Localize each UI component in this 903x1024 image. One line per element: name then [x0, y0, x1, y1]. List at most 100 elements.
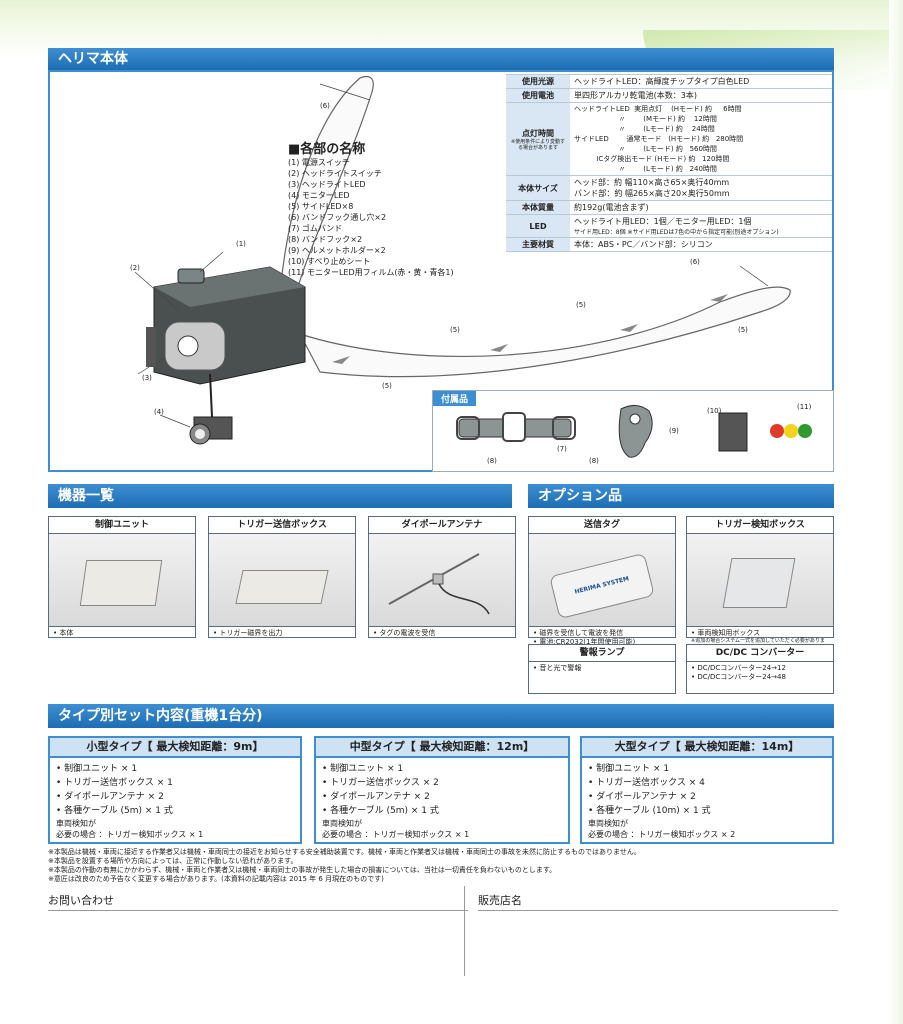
spec-value-size: ヘッド部：約 幅110×高さ65×奥行40mm バンド部：約 幅265×高さ20… — [570, 175, 832, 201]
callout-2: (2) — [130, 264, 140, 272]
antenna-illustration — [388, 553, 490, 615]
type-items: • 制御ユニット × 1 • トリガー送信ボックス × 1 • ダイポールアンテ… — [50, 758, 300, 844]
spec-led-2: サイド用LED：8個 ※サイド用LEDは7色の中から指定可能(別途オプション) — [574, 229, 779, 236]
lamp-row: サイドLED 通常モード (Hモード) 約 280時間 — [574, 135, 744, 143]
option-card-tag: 送信タグ HERIMA SYSTEM • 磁界を受信して電波を発信 • 電池:C… — [528, 516, 676, 646]
callout-7: (7) — [557, 445, 567, 453]
spec-header-weight: 本体質量 — [506, 200, 570, 215]
spec-header-light: 使用光源 — [506, 74, 570, 89]
device-desc: • タグの電波を受信 — [373, 629, 436, 637]
lamp-row: 〃 (Lモード) 約 240時間 — [574, 165, 717, 173]
callout-9: (9) — [669, 427, 679, 435]
type-item: • トリガー送信ボックス × 2 — [322, 778, 439, 788]
option-desc-line: • 車両検知用ボックス — [691, 629, 761, 637]
device-card-dipole-antenna: ダイポールアンテナ • タグの電波を受信 — [368, 516, 516, 638]
spec-value-led: ヘッドライト用LED：1個／モニター用LED：1個 サイド用LED：8個 ※サイ… — [570, 214, 832, 238]
type-item: • 各種ケーブル (10m) × 1 式 — [588, 806, 711, 816]
section-header-options: オプション品 — [528, 484, 834, 508]
type-items: • 制御ユニット × 1 • トリガー送信ボックス × 4 • ダイポールアンテ… — [582, 758, 832, 844]
device-card-control-unit: 制御ユニット • 本体 — [48, 516, 196, 638]
spec-lamp-note: ※使用条件により変動する場合があります — [510, 138, 566, 151]
type-item: • 制御ユニット × 1 — [588, 764, 670, 774]
callout-6-top: (6) — [320, 102, 330, 110]
type-title: 大型タイプ【 最大検知距離：14m】 — [582, 738, 832, 758]
part-item: (8) バンドフック×2 — [288, 235, 363, 244]
callout-5-b: (5) — [450, 326, 460, 334]
callout-8-a: (8) — [487, 457, 497, 465]
spec-header-lamp: 点灯時間 ※使用条件により変動する場合があります — [506, 102, 570, 176]
lamp-row: 〃 (Lモード) 約 560時間 — [574, 145, 717, 153]
option-desc-line: • DC/DCコンバーター24→12 — [691, 664, 786, 672]
callout-6-right: (6) — [690, 258, 700, 266]
spec-value-material: 本体：ABS・PC／バンド部：シリコン — [570, 237, 832, 252]
type-small: 小型タイプ【 最大検知距離：9m】 • 制御ユニット × 1 • トリガー送信ボ… — [48, 736, 302, 844]
spec-size-1: ヘッド部：約 幅110×高さ65×奥行40mm — [574, 178, 730, 187]
part-item: (2) ヘッドライトスイッチ — [288, 169, 382, 178]
spec-value-battery: 単四形アルカリ乾電池(本数：3本) — [570, 88, 832, 103]
page-edge — [889, 0, 903, 1024]
callout-11: (11) — [797, 403, 812, 411]
option-desc-line: • DC/DCコンバーター24→48 — [691, 673, 786, 681]
part-item: (6) バンドフック通し穴×2 — [288, 213, 387, 222]
part-item: (11) モニターLED用フィルム(赤・黄・青各1) — [288, 268, 454, 277]
section-header-devices: 機器一覧 — [48, 484, 512, 508]
type-title: 小型タイプ【 最大検知距離：9m】 — [50, 738, 300, 758]
part-item: (9) ヘルメットホルダー×2 — [288, 246, 386, 255]
type-item: • トリガー送信ボックス × 1 — [56, 778, 173, 788]
inquiry-label: お問い合わせ — [48, 892, 468, 911]
dealer-label: 販売店名 — [478, 892, 838, 911]
type-item: • 各種ケーブル (5m) × 1 式 — [56, 806, 173, 816]
type-item: • トリガー送信ボックス × 4 — [588, 778, 705, 788]
callout-5-a: (5) — [576, 301, 586, 309]
section-header-sets: タイプ別セット内容(重機1台分) — [48, 704, 834, 728]
part-item: (3) ヘッドライトLED — [288, 180, 366, 189]
option-image — [687, 534, 833, 627]
disclaimer-notes: ※本製品は機械・車両に接近する作業者又は機械・車両同士の接近をお知らせする安全補… — [48, 848, 838, 884]
option-title: DC/DC コンバーター — [687, 645, 833, 662]
spec-value-light: ヘッドライトLED：高輝度チップタイプ白色LED — [570, 74, 832, 89]
part-item: (5) サイドLED×8 — [288, 202, 354, 211]
option-desc-line: • 電池:CR2032(1年間使用可能) — [533, 638, 636, 646]
spec-header-led: LED — [506, 214, 570, 238]
spec-value-weight: 約192g(電池含まず) — [570, 200, 832, 215]
callout-5-c: (5) — [382, 382, 392, 390]
part-item: (1) 電源スイッチ — [288, 158, 350, 167]
callout-5-d: (5) — [738, 326, 748, 334]
spec-lamp-label: 点灯時間 — [522, 128, 554, 138]
option-image: HERIMA SYSTEM — [529, 534, 675, 627]
accessories-illustration — [456, 405, 812, 458]
spec-led-1: ヘッドライト用LED：1個／モニター用LED：1個 — [574, 217, 752, 226]
callout-10: (10) — [707, 407, 722, 415]
spec-header-battery: 使用電池 — [506, 88, 570, 103]
device-title: 制御ユニット — [49, 517, 195, 534]
callout-4: (4) — [154, 408, 164, 416]
device-image — [209, 534, 355, 627]
callout-3: (3) — [142, 374, 152, 382]
option-desc: • 磁界を受信して電波を発信 • 電池:CR2032(1年間使用可能) — [529, 627, 675, 649]
device-image — [369, 534, 515, 627]
spec-header-material: 主要材質 — [506, 237, 570, 252]
option-desc: • 音と光で警報 — [533, 664, 582, 672]
part-item: (10) すべり止めシート — [288, 257, 371, 266]
type-items: • 制御ユニット × 1 • トリガー送信ボックス × 2 • ダイポールアンテ… — [316, 758, 568, 844]
option-title: 送信タグ — [529, 517, 675, 534]
device-desc: • トリガー磁界を出力 — [213, 629, 283, 637]
spec-size-2: バンド部：約 幅265×高さ20×奥行50mm — [574, 189, 730, 198]
lamp-row: ICタグ検出モード (Hモード) 約 120時間 — [574, 155, 730, 163]
spec-value-lamp: ヘッドライトLED 実用点灯 (Hモード) 約 6時間 〃 (Mモード) 約 1… — [570, 102, 832, 176]
spec-table: 使用光源 ヘッドライトLED：高輝度チップタイプ白色LED 使用電池 単四形アル… — [506, 74, 832, 252]
device-desc: • 本体 — [53, 629, 74, 637]
option-card-trigger-detect: トリガー検知ボックス • 車両検知用ボックス ※追加の場合システム一式を追加して… — [686, 516, 834, 650]
type-condition: 車両検知が 必要の場合 ：トリガー検知ボックス × 2 — [588, 819, 736, 839]
parts-title: ■各部の名称 — [288, 142, 366, 157]
type-condition: 車両検知が 必要の場合 ：トリガー検知ボックス × 1 — [322, 819, 470, 839]
type-item: • ダイポールアンテナ × 2 — [588, 792, 696, 802]
part-item: (4) モニターLED — [288, 191, 350, 200]
accessories-title: 付属品 — [433, 391, 477, 406]
type-item: • 制御ユニット × 1 — [322, 764, 404, 774]
type-item: • 各種ケーブル (5m) × 1 式 — [322, 806, 439, 816]
option-card-dcdc: DC/DC コンバーター • DC/DCコンバーター24→12 • DC/DCコ… — [686, 644, 834, 694]
option-card-warning-lamp: 警報ランプ • 音と光で警報 — [528, 644, 676, 694]
lamp-row: 〃 (Mモード) 約 12時間 — [574, 115, 717, 123]
type-item: • ダイポールアンテナ × 2 — [322, 792, 430, 802]
